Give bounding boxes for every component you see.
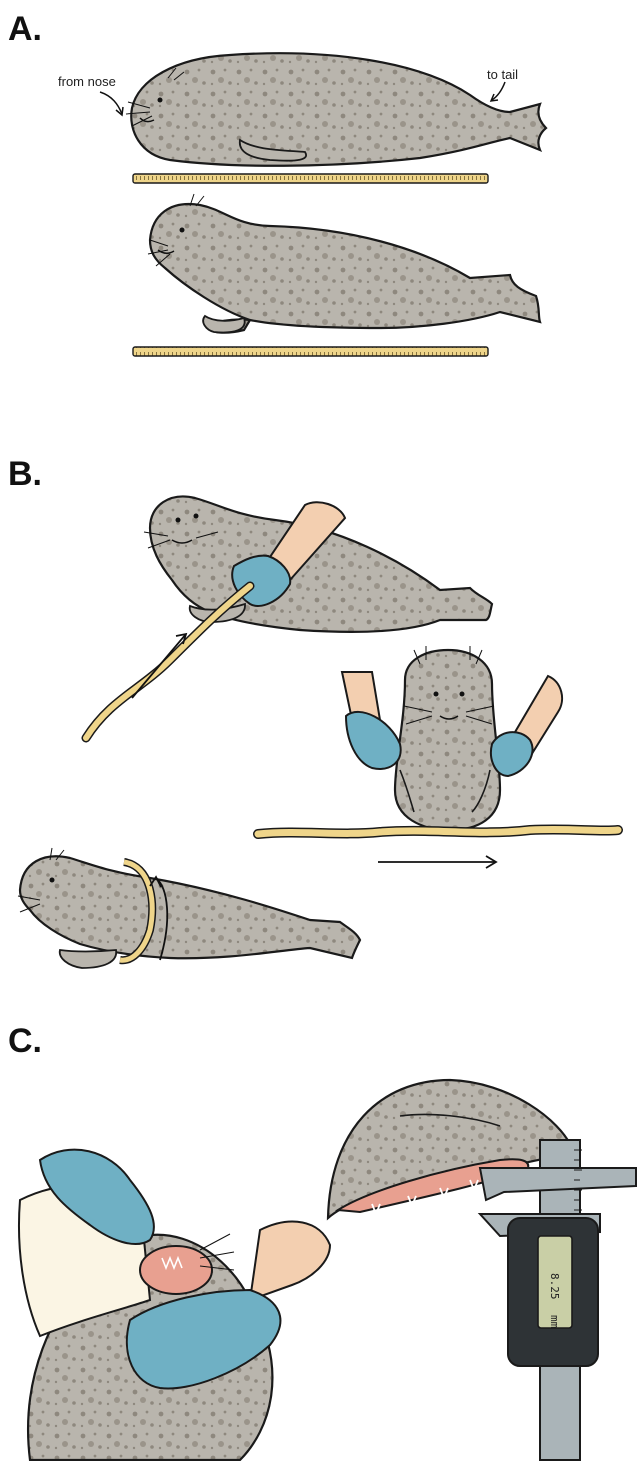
open-mouth <box>140 1246 212 1294</box>
right-glove <box>491 732 533 776</box>
seal-jaw-closeup <box>328 1080 572 1218</box>
seal-lying-flat <box>126 53 546 166</box>
digital-caliper <box>480 1140 636 1460</box>
caliper-reading-unit: mm <box>548 1315 561 1328</box>
left-glove <box>346 712 401 769</box>
seal-with-girth-tape <box>18 848 360 968</box>
measuring-tape-straight-1 <box>133 174 488 183</box>
caliper-reading-value: 8.25 <box>548 1273 561 1300</box>
seal-front-view <box>395 646 500 830</box>
measuring-tape-straight-2 <box>133 347 488 356</box>
forearm <box>250 1222 330 1300</box>
seal-natural-posture <box>148 194 540 333</box>
measuring-tape-diagonal <box>86 586 250 738</box>
